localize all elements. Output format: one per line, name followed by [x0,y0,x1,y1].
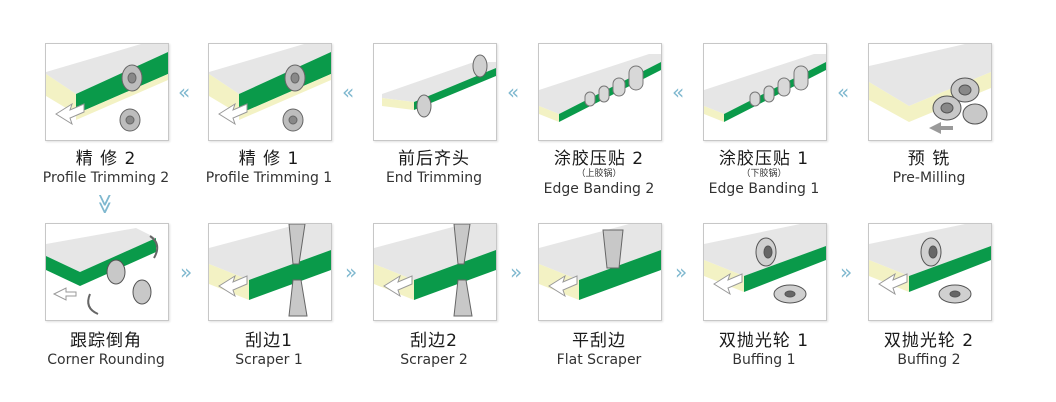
step-title-en: Edge Banding 2 [543,181,655,197]
step-title-en: Buffing 2 [897,352,961,368]
step-title-en: Profile Trimming 1 [205,170,333,186]
edge-banding-icon [538,43,662,141]
step-title-en: Scraper 2 [400,352,468,368]
step-title-en: Buffing 1 [732,352,796,368]
step-title-cn: 精 修 1 [238,149,300,169]
step-title-en: End Trimming [385,170,483,186]
flow-arrow-right-icon: » [675,260,688,284]
profile-trimming-icon [208,43,332,141]
step-title-cn: 涂胶压贴 1 [718,149,810,169]
step-subtitle: （下胶锅） [741,169,787,179]
step-title-en: Pre-Milling [892,170,966,186]
step-title-en: Scraper 1 [235,352,303,368]
profile-trimming-icon [45,43,169,141]
step-title-cn: 双抛光轮 1 [718,331,810,351]
scraper-icon [373,223,497,321]
step-title-en: Flat Scraper [556,352,642,368]
flow-arrow-left-icon: « [507,80,520,104]
step-title-en: Profile Trimming 2 [42,170,170,186]
scraper-icon [208,223,332,321]
step-title-en: Corner Rounding [47,352,165,368]
flat-scraper-icon [538,223,662,321]
end-trimming-icon [373,43,497,141]
edge-banding-icon [703,43,827,141]
step-title-cn: 精 修 2 [75,149,137,169]
step-title-cn: 前后齐头 [398,149,470,169]
step-title-cn: 刮边1 [245,331,293,351]
corner-rounding-icon [45,223,169,321]
flow-arrow-left-icon: « [178,80,191,104]
step-title-cn: 平刮边 [572,331,626,351]
flow-arrow-left-icon: « [837,80,850,104]
flow-arrow-right-icon: » [510,260,523,284]
step-title-en: Edge Banding 1 [708,181,820,197]
step-title-cn: 刮边2 [410,331,458,351]
step-title-cn: 预 铣 [907,149,951,169]
flow-arrow-left-icon: « [342,80,355,104]
step-title-cn: 跟踪倒角 [70,331,142,351]
buffing-icon [868,223,992,321]
flow-arrow-right-icon: » [180,260,193,284]
flow-arrow-left-icon: « [672,80,685,104]
flow-arrow-down-icon: ≫ [93,193,118,215]
pre-milling-icon [868,43,992,141]
step-title-cn: 涂胶压贴 2 [553,149,645,169]
flow-arrow-right-icon: » [840,260,853,284]
step-title-cn: 双抛光轮 2 [883,331,975,351]
buffing-icon [703,223,827,321]
flow-arrow-right-icon: » [345,260,358,284]
step-subtitle: （上胶锅） [576,169,622,179]
